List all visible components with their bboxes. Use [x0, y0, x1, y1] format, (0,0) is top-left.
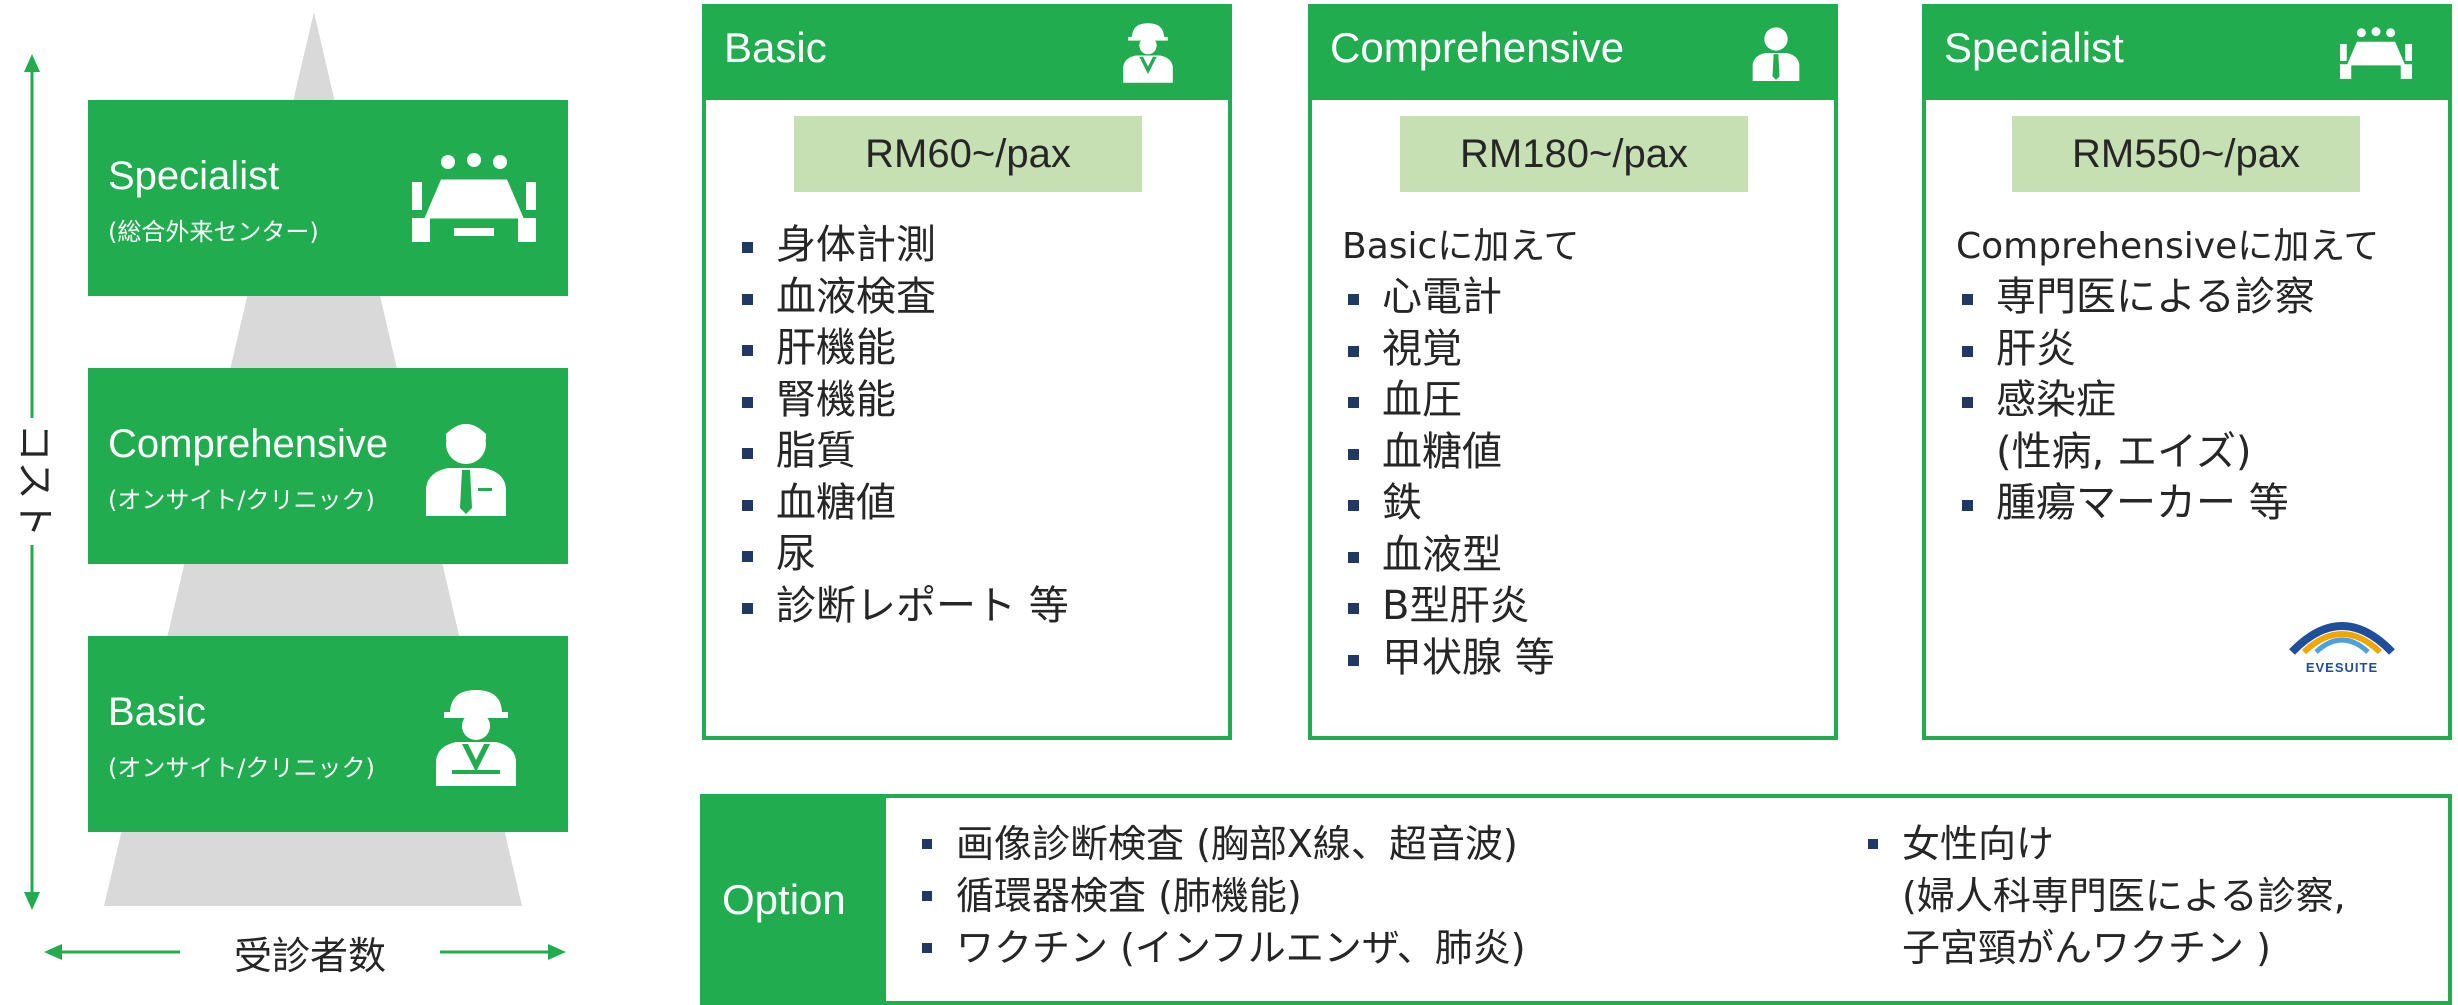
list-item-continuation: 子宮頸がんワクチン ) [1902, 926, 2271, 970]
option-right-list: 女性向け (婦人科専門医による診察, 子宮頸がんワクチン ) [1864, 818, 2346, 974]
plan-intro: Comprehensiveに加えて [1956, 226, 2380, 267]
list-item: 血液型 [1342, 530, 1824, 582]
list-item: 専門医による診察 [1956, 272, 2438, 324]
plan-card-header: Comprehensive [1308, 4, 1838, 100]
list-item: 感染症 [1956, 375, 2438, 427]
option-panel: Option 画像診断検査 (胸部X線、超音波) 循環器検査 (肺機能) ワクチ… [700, 794, 2452, 1005]
meeting-table-icon [2340, 24, 2412, 86]
plan-title: Specialist [1944, 24, 2124, 71]
plan-intro: Basicに加えて [1342, 226, 1580, 267]
tier-name: Basic [108, 690, 206, 734]
list-item: ワクチン (インフルエンザ、肺炎) [918, 922, 1526, 974]
list-item: 血糖値 [1342, 427, 1824, 479]
list-item: 診断レポート 等 [736, 581, 1218, 633]
plan-card-basic: Basic RM60~/pax 身体計測 血液検査 肝機能 腎機能 脂質 血糖値… [702, 4, 1232, 740]
tier-subtitle: (総合外来センター) [108, 218, 319, 246]
list-item: 視覚 [1342, 324, 1824, 376]
tier-subtitle: (オンサイト/クリニック) [108, 754, 375, 782]
businessman-icon [1748, 22, 1804, 88]
list-item: 血糖値 [736, 478, 1218, 530]
examinee-axis-arrow [44, 944, 566, 960]
list-item: 腎機能 [736, 375, 1218, 427]
plan-card-header: Basic [702, 4, 1232, 100]
list-item: B型肝炎 [1342, 581, 1824, 633]
cost-axis-arrow [24, 54, 40, 910]
tier-basic: Basic (オンサイト/クリニック) [88, 636, 568, 832]
option-label: Option [700, 794, 886, 1005]
plan-feature-list: Comprehensiveに加えて 専門医による診察 肝炎 感染症 (性病, エ… [1956, 222, 2438, 530]
plan-price: RM60~/pax [794, 116, 1142, 192]
plan-title: Basic [724, 24, 827, 71]
plan-card-specialist: Specialist RM550~/pax Comprehensiveに加えて … [1922, 4, 2452, 740]
tier-name: Specialist [108, 154, 280, 198]
cost-axis-label: コスト [12, 422, 57, 538]
list-item: 鉄 [1342, 478, 1824, 530]
list-item: 肝炎 [1956, 324, 2438, 376]
list-item: 循環器検査 (肺機能) [918, 870, 1526, 922]
tier-specialist: Specialist (総合外来センター) [88, 100, 568, 296]
meeting-table-icon [410, 148, 538, 252]
list-item-continuation: (性病, エイズ) [1996, 428, 2252, 475]
plan-feature-list: 身体計測 血液検査 肝機能 腎機能 脂質 血糖値 尿 診断レポート 等 [736, 220, 1218, 632]
examinee-axis-label: 受診者数 [233, 934, 386, 978]
list-item: 血圧 [1342, 375, 1824, 427]
logo-wordmark: EVESUITE [2305, 660, 2379, 675]
list-item: 脂質 [736, 426, 1218, 478]
tier-name: Comprehensive [108, 422, 389, 466]
list-item: 女性向け [1864, 818, 2346, 870]
plan-card-header: Specialist [1922, 4, 2452, 100]
list-item: 身体計測 [736, 220, 1218, 272]
plan-price: RM550~/pax [2012, 116, 2360, 192]
list-item: 尿 [736, 529, 1218, 581]
tier-subtitle: (オンサイト/クリニック) [108, 486, 375, 514]
businessman-icon [418, 418, 514, 522]
plan-title: Comprehensive [1330, 24, 1625, 71]
evesuite-logo: EVESUITE [2282, 606, 2402, 688]
option-left-list: 画像診断検査 (胸部X線、超音波) 循環器検査 (肺機能) ワクチン (インフル… [918, 818, 1526, 974]
list-item: 肝機能 [736, 323, 1218, 375]
list-item: 腫瘍マーカー 等 [1956, 478, 2438, 530]
list-item: 血液検査 [736, 272, 1218, 324]
worker-helmet-icon [432, 688, 520, 792]
plan-card-comprehensive: Comprehensive RM180~/pax Basicに加えて 心電計 視… [1308, 4, 1838, 740]
worker-helmet-icon [1120, 22, 1176, 88]
tier-comprehensive: Comprehensive (オンサイト/クリニック) [88, 368, 568, 564]
plan-feature-list: Basicに加えて 心電計 視覚 血圧 血糖値 鉄 血液型 B型肝炎 甲状腺 等 [1342, 222, 1824, 684]
list-item: 心電計 [1342, 272, 1824, 324]
list-item: 甲状腺 等 [1342, 633, 1824, 685]
cost-pyramid-diagram: コスト 受診者数 Specialist (総合外来センター) Comprehen… [0, 0, 620, 1005]
list-item: 画像診断検査 (胸部X線、超音波) [918, 818, 1526, 870]
logo-arc-graphic [2289, 622, 2395, 655]
list-item-continuation: (婦人科専門医による診察, [1902, 874, 2346, 918]
plan-price: RM180~/pax [1400, 116, 1748, 192]
